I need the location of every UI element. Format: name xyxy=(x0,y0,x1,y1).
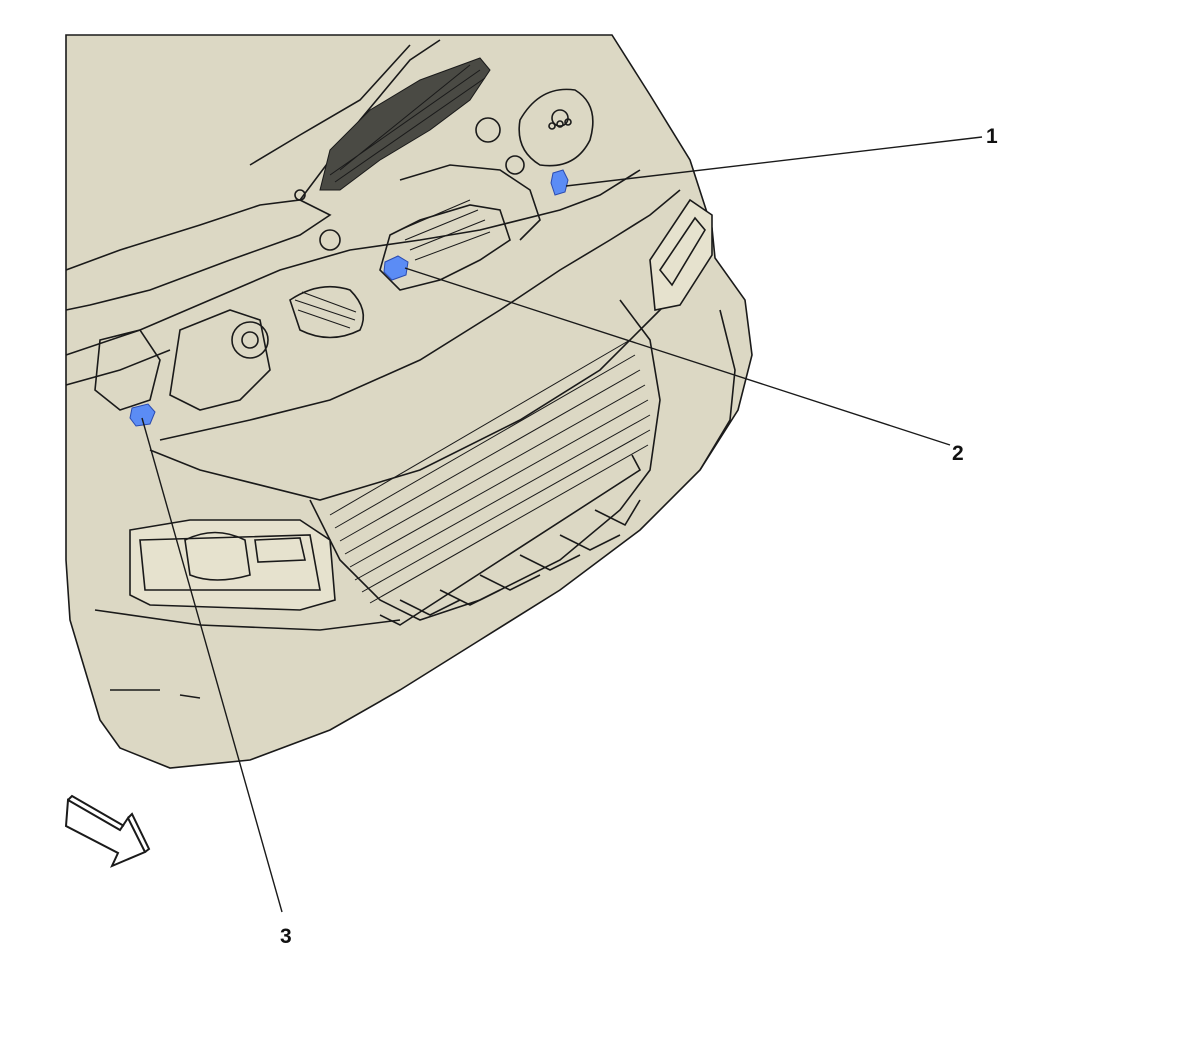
highlight-component-1 xyxy=(550,169,569,196)
highlight-component-2 xyxy=(383,255,409,281)
vehicle-front-illustration xyxy=(65,34,753,769)
left-headlamp xyxy=(129,519,336,611)
front-direction-arrow-icon xyxy=(64,794,151,868)
vehicle-body-outline xyxy=(65,34,753,769)
callout-1: 1 xyxy=(986,125,998,148)
callout-labels: 1 2 3 xyxy=(280,125,998,948)
callout-2: 2 xyxy=(952,442,964,465)
right-headlamp xyxy=(649,198,713,311)
leader-line-2 xyxy=(404,267,951,446)
leader-lines xyxy=(141,136,983,913)
highlight-component-3 xyxy=(129,403,156,427)
callout-3: 3 xyxy=(280,925,292,948)
cowl-vent-grille xyxy=(319,57,491,191)
leader-line-3 xyxy=(141,417,283,913)
leader-line-1 xyxy=(565,136,983,187)
